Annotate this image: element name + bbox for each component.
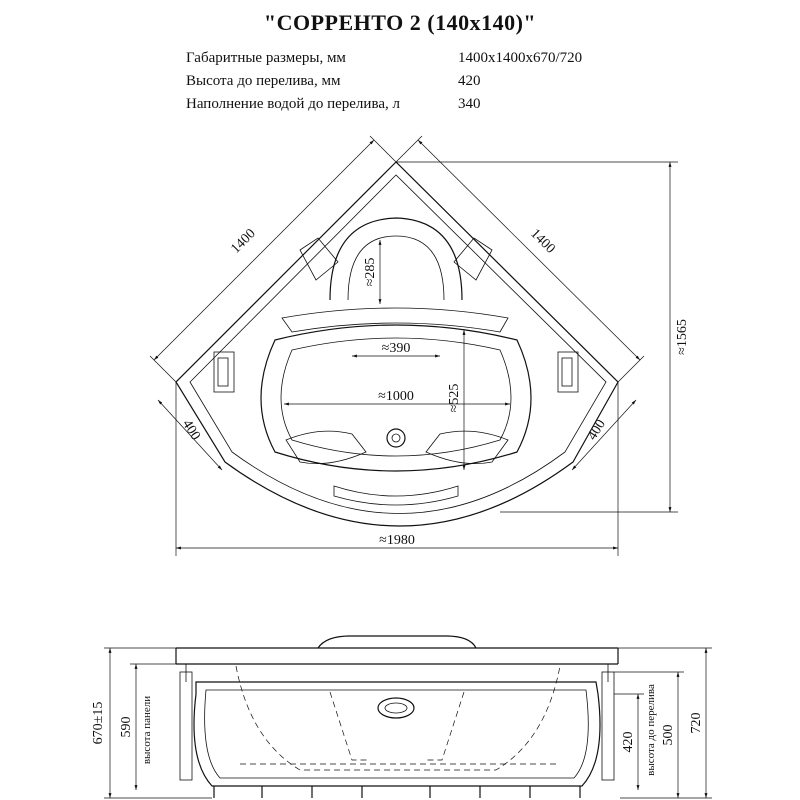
basin-inner [280, 337, 512, 457]
overflow-icon [377, 697, 415, 719]
side-view: 670±15 590 высота панели 720 500 420 выс… [91, 635, 712, 799]
dim-side-left: 1400 [228, 226, 258, 256]
headrest-arch [329, 217, 463, 301]
basin-outer [260, 324, 532, 472]
dim-line-flat-right [571, 399, 637, 471]
armrest-right-inner [561, 357, 573, 387]
label-overflow-height: высота до перелива [645, 684, 657, 776]
frame-left [179, 671, 193, 781]
backrest-ledge [281, 307, 509, 333]
dim-width: ≈1980 [379, 533, 415, 548]
dim-panel-height: 590 [119, 717, 134, 738]
page-title: "СОРРЕНТО 2 (140х140)" [263, 10, 537, 35]
spec-label: Габаритные размеры, мм [186, 50, 346, 66]
dim-total-right: 720 [689, 713, 704, 734]
overflow-inner-icon [384, 702, 408, 714]
dim-line-side-left [153, 139, 375, 361]
dim-basin-width: ≈1000 [378, 389, 414, 404]
dim-basin-depth: ≈525 [447, 384, 462, 413]
dim-height: ≈1565 [675, 319, 690, 355]
seat-left [285, 430, 367, 464]
dim-line-flat-left [157, 399, 223, 471]
dim-side-right: 1400 [527, 226, 557, 256]
seat-hidden-right [424, 691, 465, 761]
bath-outline [175, 161, 619, 527]
dim-total-left: 670±15 [91, 702, 106, 745]
seat-hidden-left [329, 691, 370, 761]
spec-value: 340 [458, 96, 481, 112]
spec-value: 420 [458, 73, 481, 89]
label-panel-height: высота панели [141, 696, 153, 764]
armrest-left-inner [217, 357, 229, 387]
dim-line-side-right [417, 139, 641, 361]
seat-right [425, 430, 509, 464]
spec-label: Высота до перелива, мм [186, 73, 341, 89]
frame-right [601, 671, 615, 781]
bath-rim [189, 174, 607, 514]
front-grip [333, 485, 459, 506]
drain-icon [386, 428, 406, 448]
headrest-profile [317, 635, 477, 649]
dim-inner-width: ≈390 [382, 341, 411, 356]
top-view: 1400 1400 ≈1565 ≈1980 400 400 ≈285 ≈390 … [149, 135, 690, 556]
basin-hidden-outline [235, 665, 561, 771]
dim-headrest: ≈285 [363, 258, 378, 287]
spec-label: Наполнение водой до перелива, л [186, 96, 400, 112]
spec-row-dimensions: Габаритные размеры, мм 1400х1400х670/720 [186, 47, 658, 70]
dim-overflow-height: 420 [621, 732, 636, 753]
front-panel-inner [204, 689, 589, 779]
specs-table: Габаритные размеры, мм 1400х1400х670/720… [186, 47, 658, 116]
spec-value: 1400х1400х670/720 [458, 50, 583, 66]
support-legs [213, 786, 581, 798]
front-panel [193, 681, 601, 787]
drain-inner-icon [391, 433, 401, 443]
spec-row-overflow-height: Высота до перелива, мм 420 [186, 70, 658, 93]
dim-flat-right: 400 [585, 417, 609, 443]
dim-mid-height: 500 [661, 725, 676, 746]
spec-row-water-volume: Наполнение водой до перелива, л 340 [186, 93, 658, 116]
